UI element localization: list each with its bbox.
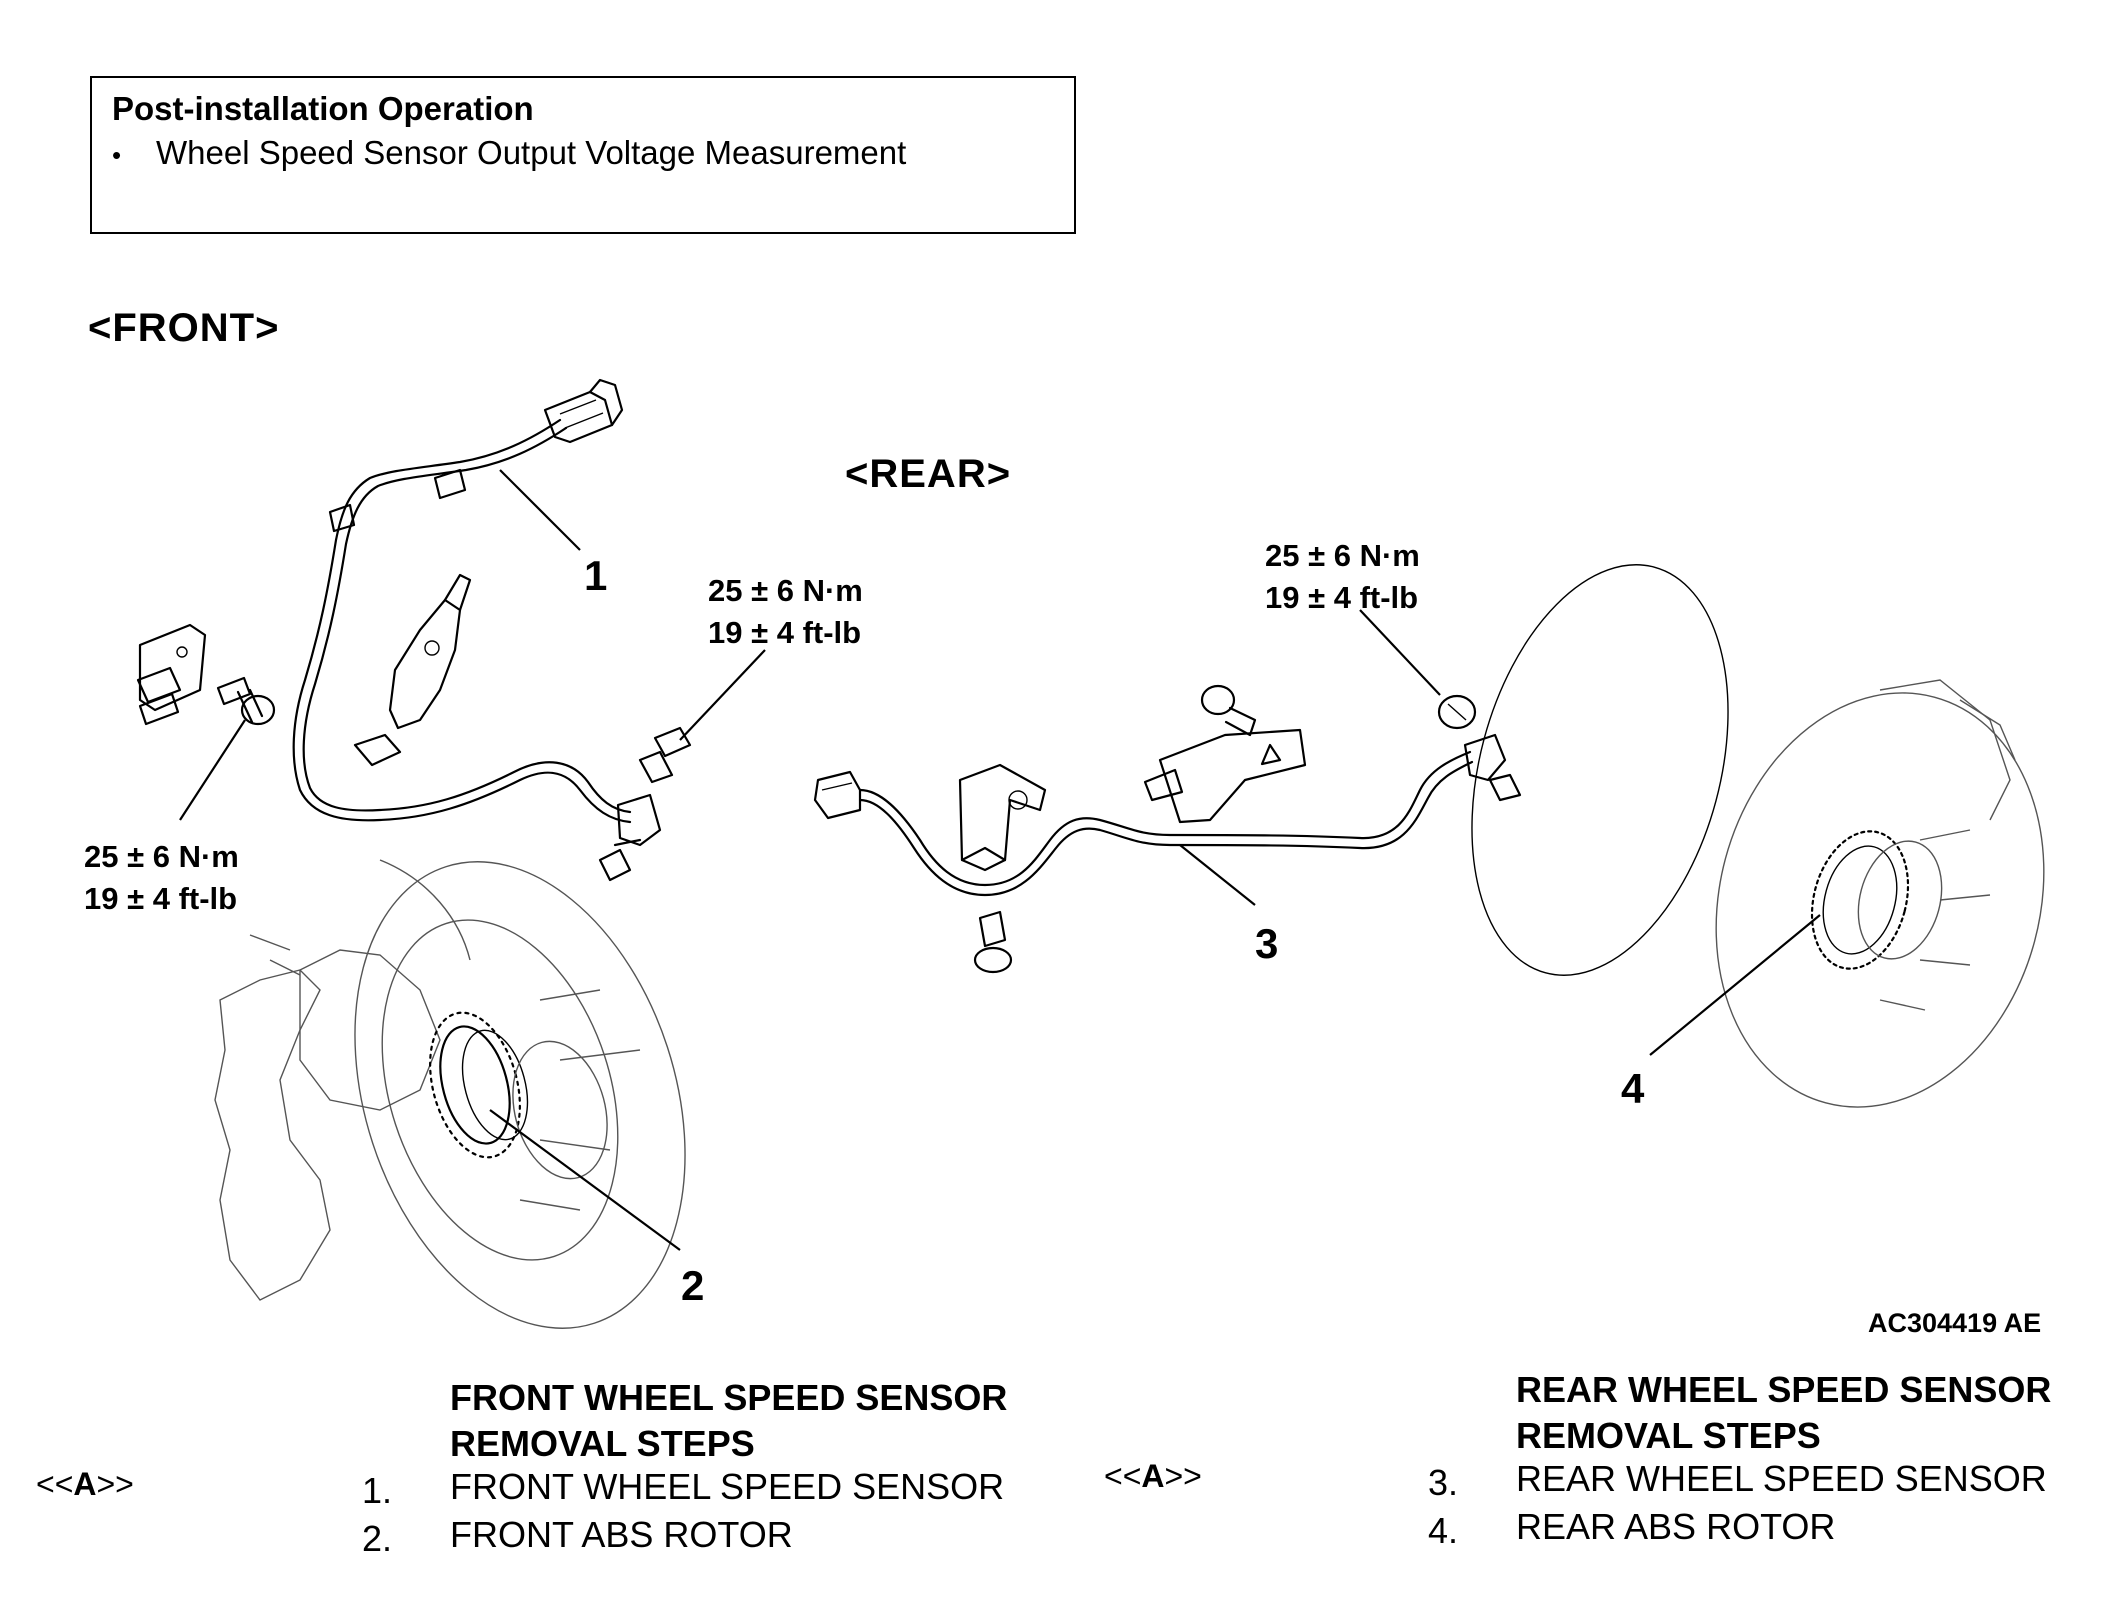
- rear-step-3-label: REAR WHEEL SPEED SENSOR: [1516, 1458, 2047, 1499]
- ref-letter: A: [73, 1466, 97, 1502]
- torque-imperial: 19 ± 4 ft-lb: [1265, 580, 1419, 615]
- rear-hub-studs: [1857, 829, 1991, 1011]
- callout-3: 3: [1255, 920, 1279, 967]
- rear-harness-bracket-left: [958, 763, 1047, 872]
- front-knuckle: [214, 934, 441, 1301]
- bullet: •: [112, 140, 122, 170]
- rear-steps-heading-line1: REAR WHEEL SPEED SENSOR: [1516, 1369, 2052, 1410]
- front-brake-disc: [354, 859, 686, 1329]
- post-installation-box: Post-installation Operation • Wheel Speed…: [90, 76, 1076, 234]
- callout-1: 1: [584, 552, 608, 599]
- front-step-1-label: FRONT WHEEL SPEED SENSOR: [450, 1466, 1005, 1507]
- torque-imperial: 19 ± 4 ft-lb: [708, 615, 862, 650]
- front-view-label: <FRONT>: [88, 306, 280, 350]
- rear-abs-rotor: [1810, 830, 1910, 970]
- front-step-ref: <<A>>: [36, 1466, 134, 1503]
- rear-steps-heading: REAR WHEEL SPEED SENSOR REMOVAL STEPS: [1516, 1367, 2051, 1459]
- rear-view-label: <REAR>: [845, 452, 1012, 496]
- front-clip: [136, 623, 207, 726]
- rear-dust-shield: [1471, 564, 1729, 976]
- ref-suffix: >>: [1164, 1458, 1202, 1494]
- rear-bracket-bolt-top: [1200, 684, 1257, 737]
- callout-4: 4: [1621, 1065, 1645, 1112]
- torque-metric: 25 ± 6 N·m: [84, 839, 239, 874]
- front-step-2-num: 2.: [362, 1518, 393, 1559]
- torque-metric: 25 ± 6 N·m: [708, 573, 863, 608]
- notice-title: Post-installation Operation: [112, 90, 534, 127]
- rear-step-ref: <<A>>: [1104, 1458, 1202, 1495]
- front-steps-heading-line1: FRONT WHEEL SPEED SENSOR: [450, 1377, 1008, 1418]
- front-sensor-bolt: [638, 726, 692, 784]
- front-hub-studs: [512, 989, 641, 1211]
- torque-imperial: 19 ± 4 ft-lb: [84, 881, 238, 916]
- callout-2: 2: [681, 1262, 705, 1309]
- rear-sensor-body: [1463, 733, 1522, 802]
- front-steps-heading-line2: REMOVAL STEPS: [450, 1423, 755, 1464]
- leader-lines: [179, 469, 1821, 1251]
- figure-id: AC304419 AE: [1868, 1308, 2042, 1338]
- rear-sensor-harness: [813, 750, 1474, 897]
- notice-item-text: Wheel Speed Sensor Output Voltage Measur…: [156, 134, 907, 171]
- rear-step-4-num: 4.: [1428, 1510, 1459, 1551]
- front-step-2-label: FRONT ABS ROTOR: [450, 1514, 793, 1555]
- rear-bracket-bolt-bottom: [973, 910, 1013, 974]
- rear-harness-bracket-right: [1143, 728, 1307, 824]
- torque-metric: 25 ± 6 N·m: [1265, 538, 1420, 573]
- rear-step-3-num: 3.: [1428, 1462, 1459, 1503]
- front-steps-heading: FRONT WHEEL SPEED SENSOR REMOVAL STEPS: [450, 1375, 1007, 1467]
- ref-suffix: >>: [96, 1466, 134, 1502]
- front-sensor-harness: [292, 378, 632, 824]
- front-bolt-left: [216, 676, 276, 726]
- front-harness-bracket: [353, 573, 472, 767]
- ref-prefix: <<: [1104, 1458, 1142, 1494]
- front-sensor-body: [598, 793, 662, 882]
- rear-sensor-bolt: [1437, 694, 1477, 730]
- rear-steps-heading-line2: REMOVAL STEPS: [1516, 1415, 1821, 1456]
- front-abs-rotor: [429, 1011, 529, 1159]
- torque-front-bolt: 25 ± 6 N·m 19 ± 4 ft-lb: [84, 836, 239, 920]
- rear-brake-disc: [1715, 679, 2045, 1108]
- front-step-1-num: 1.: [362, 1470, 393, 1511]
- ref-letter: A: [1141, 1458, 1165, 1494]
- torque-front-sensor: 25 ± 6 N·m 19 ± 4 ft-lb: [708, 570, 863, 654]
- notice-item: • Wheel Speed Sensor Output Voltage Measu…: [112, 134, 906, 172]
- torque-rear-sensor: 25 ± 6 N·m 19 ± 4 ft-lb: [1265, 535, 1420, 619]
- ref-prefix: <<: [36, 1466, 74, 1502]
- rear-step-4-label: REAR ABS ROTOR: [1516, 1506, 1836, 1547]
